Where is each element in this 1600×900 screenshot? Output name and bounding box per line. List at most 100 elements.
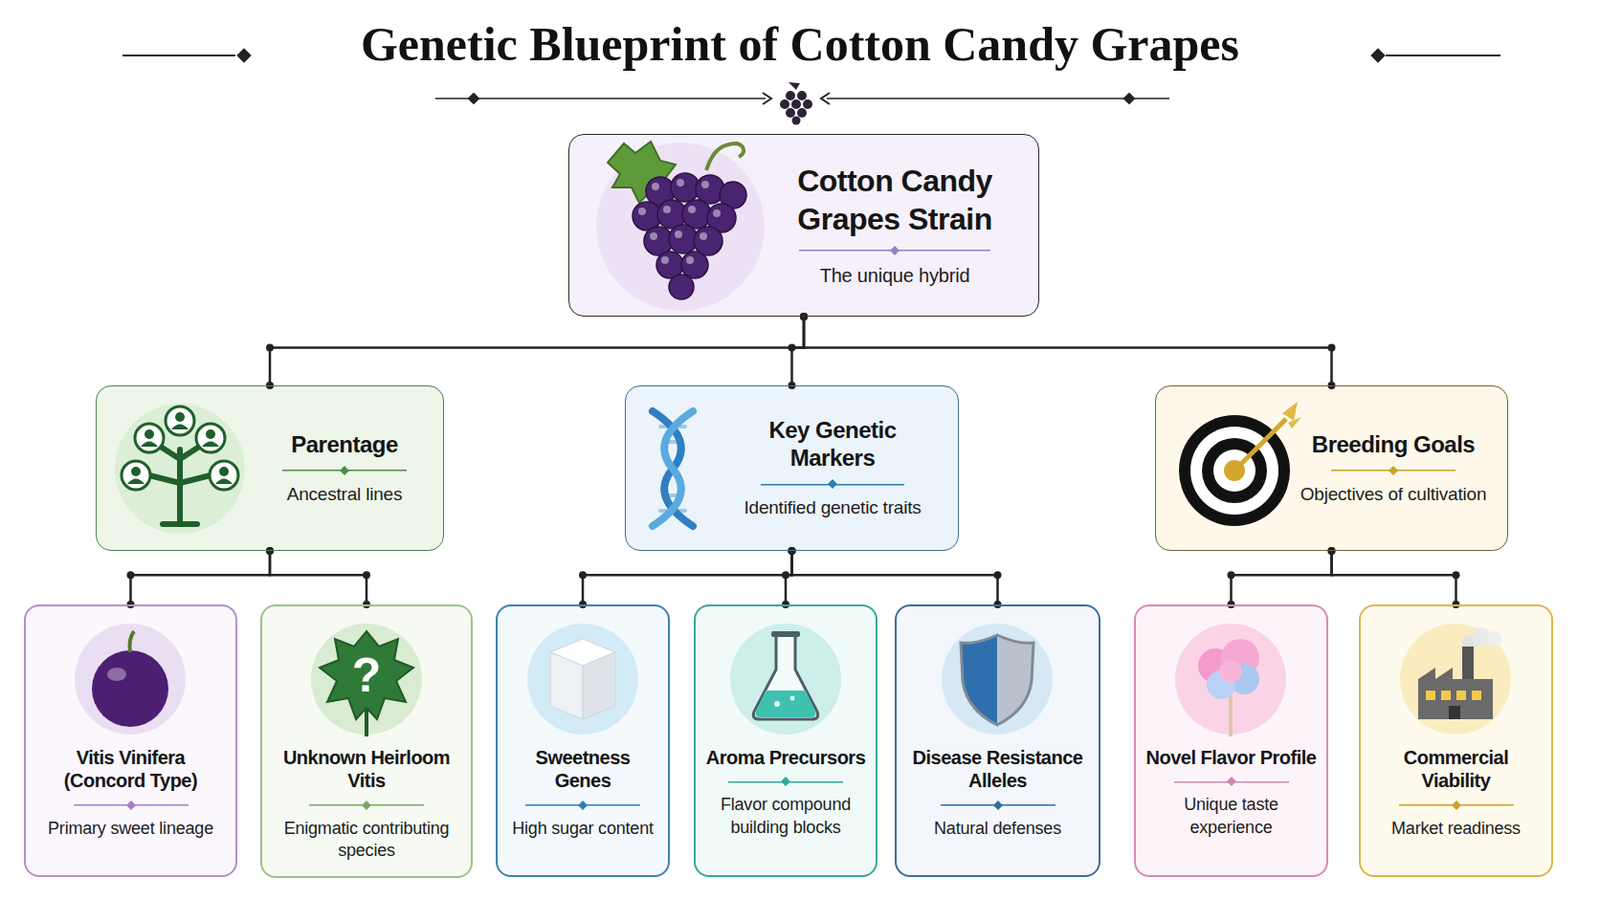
connector: [792, 316, 805, 386]
factory-icon: [1400, 623, 1512, 735]
divider-diamond: [1451, 800, 1462, 811]
box-subtitle: Primary sweet lineage: [33, 818, 228, 841]
divider-diamond: [993, 800, 1003, 811]
trait-box: Vitis Vinifera (Concord Type) Primary swe…: [23, 604, 238, 878]
leaf-icon: [311, 623, 423, 737]
connector: [803, 316, 1333, 386]
box-heading: Aroma Precursors: [703, 746, 868, 770]
divider-diamond: [780, 777, 791, 787]
connector-dot: [266, 547, 274, 556]
trait-box: Unknown Heirloom VitisEnigmatic contribu…: [260, 604, 473, 879]
box-heading: Disease Resistance Alleles: [904, 746, 1091, 794]
divider-diamond: [577, 800, 588, 811]
trait-box: Novel Flavor ProfileUnique taste experie…: [1133, 604, 1329, 878]
box-fill: [1358, 604, 1554, 878]
divider: [282, 465, 407, 477]
connector-dot: [362, 571, 371, 579]
box-fill: [1133, 604, 1329, 878]
category-box: ParentageAncestral lines: [95, 385, 445, 552]
connector-dot: [266, 343, 274, 352]
box-subtitle: Ancestral lines: [259, 483, 430, 508]
box-subtitle: Unique taste experience: [1143, 794, 1319, 840]
divider: [940, 800, 1056, 812]
box-content: Disease Resistance AllelesNatural defens…: [896, 606, 1099, 854]
target-icon: [1178, 401, 1302, 527]
connector-dot: [266, 547, 274, 556]
box-content: Commercial ViabilityMarket readiness: [1360, 606, 1552, 854]
connector-dot: [1328, 343, 1336, 352]
connector-dot: [788, 547, 797, 556]
connector: [269, 551, 367, 605]
divider-diamond: [339, 466, 350, 476]
box-fill: [260, 604, 473, 879]
sugar-cube-icon: [527, 623, 639, 735]
divider-diamond: [361, 800, 372, 811]
box-content: Sweetness GenesHigh sugar content: [497, 606, 668, 854]
connector: [269, 316, 804, 386]
connector-dot: [1328, 547, 1336, 556]
divider-diamond: [126, 800, 136, 811]
divider: [1331, 465, 1456, 477]
box-content: Unknown Heirloom VitisEnigmatic contribu…: [262, 606, 471, 877]
box-heading: Cotton Candy Grapes Strain: [766, 162, 1023, 238]
connector-dot: [788, 343, 797, 352]
connector: [131, 551, 271, 605]
box-heading: Vitis Vinifera (Concord Type): [33, 746, 228, 794]
connector-dot: [781, 571, 790, 579]
box-subtitle: Objectives of cultivation: [1288, 483, 1498, 508]
divider: [1399, 800, 1514, 812]
trait-box: Sweetness GenesHigh sugar content: [495, 604, 670, 878]
connector-dot: [578, 571, 587, 579]
connector: [785, 551, 793, 605]
box-content: Breeding GoalsObjectives of cultivation: [1155, 419, 1508, 519]
box-fill: [624, 385, 959, 552]
box-content: Novel Flavor ProfileUnique taste experie…: [1135, 606, 1327, 853]
grape-berry-icon: [74, 623, 186, 735]
box-content: Key Genetic MarkersIdentified genetic tr…: [625, 404, 958, 533]
box-fill: [495, 604, 670, 878]
connector-dot: [800, 312, 808, 321]
box-heading: Unknown Heirloom Vitis: [269, 746, 464, 794]
root-box: Cotton Candy Grapes StrainThe unique hyb…: [568, 133, 1040, 317]
box-subtitle: Natural defenses: [904, 818, 1091, 841]
cotton-candy-icon: [1175, 623, 1287, 737]
label-wrap: ?: [352, 651, 382, 700]
box-heading: Key Genetic Markers: [749, 416, 917, 473]
divider: [309, 800, 424, 812]
connector-dot: [994, 571, 1002, 579]
box-fill: [568, 133, 1040, 317]
divider: [1174, 776, 1289, 788]
box-heading: Novel Flavor Profile: [1143, 746, 1319, 770]
box-fill: [693, 604, 878, 878]
family-tree-icon: [114, 403, 245, 534]
divider-diamond: [1388, 466, 1399, 476]
box-content: Aroma PrecursorsFlavor compound building…: [695, 606, 876, 853]
box-heading: Parentage: [259, 430, 430, 459]
box-content: Cotton Candy Grapes StrainThe unique hyb…: [569, 151, 1039, 299]
connector-dot: [1328, 547, 1336, 556]
box-content: Vitis Vinifera (Concord Type) Primary swe…: [25, 606, 236, 854]
box-content: ParentageAncestral lines: [96, 419, 444, 519]
flask-icon: [730, 623, 842, 735]
divider-diamond: [889, 245, 900, 256]
connector-dot: [788, 547, 797, 556]
divider: [760, 478, 905, 490]
trait-box: Disease Resistance AllelesNatural defens…: [894, 604, 1101, 878]
diagram-title: Genetic Blueprint of Cotton Candy Grapes: [360, 17, 1240, 73]
box-subtitle: Market readiness: [1368, 818, 1544, 841]
box-fill: [23, 604, 238, 878]
connector: [1332, 551, 1457, 605]
trait-box: Commercial ViabilityMarket readiness: [1358, 604, 1554, 878]
box-heading: Commercial Viability: [1368, 746, 1544, 794]
icon-symbol-text: ?: [352, 648, 382, 703]
divider-diamond: [827, 479, 838, 489]
category-box: Breeding GoalsObjectives of cultivation: [1155, 385, 1509, 552]
box-subtitle: Flavor compound building blocks: [703, 794, 868, 840]
category-box: Key Genetic MarkersIdentified genetic tr…: [624, 385, 959, 552]
divider: [799, 244, 991, 257]
divider-diamond: [1226, 777, 1237, 787]
connector: [582, 551, 793, 605]
box-heading: Sweetness Genes: [505, 746, 661, 794]
box-subtitle: Identified genetic traits: [718, 496, 947, 521]
